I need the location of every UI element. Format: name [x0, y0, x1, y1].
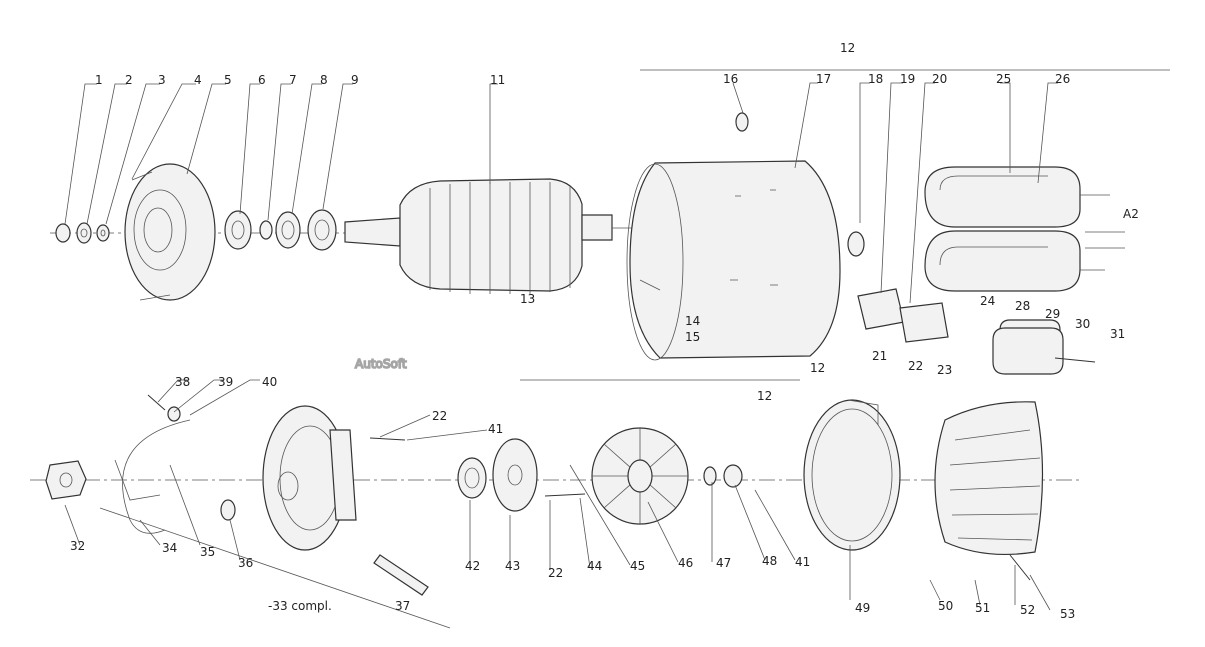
callout-12-top: 12 — [840, 41, 855, 55]
spring-ring-part-34 — [122, 419, 191, 534]
callout-45: 45 — [630, 559, 645, 573]
bracket-33-compl — [99, 507, 451, 629]
callout-48: 48 — [762, 554, 777, 568]
washer-part-36 — [220, 499, 236, 521]
callout-9: 9 — [351, 73, 359, 87]
callout-7: 7 — [289, 73, 297, 87]
callout-39: 39 — [218, 375, 233, 389]
callout-11: 11 — [490, 73, 505, 87]
callout-14: 14 — [685, 314, 700, 328]
callout-3: 3 — [158, 73, 166, 87]
callout-labels: 1 2 3 4 5 6 7 8 9 11 12 12 12 13 14 15 1… — [70, 41, 1139, 621]
screw-part-16 — [735, 112, 749, 132]
callout-53: 53 — [1060, 607, 1075, 621]
callout-24: 24 — [980, 294, 995, 308]
callout-4: 4 — [194, 73, 202, 87]
callout-52: 52 — [1020, 603, 1035, 617]
brush-end-shield-part-33 — [262, 405, 357, 551]
callout-41-top: 41 — [488, 422, 503, 436]
callout-42: 42 — [465, 559, 480, 573]
cover-part-50 — [934, 401, 1044, 556]
callout-20: 20 — [932, 72, 947, 86]
bearing-part-9 — [307, 209, 337, 251]
washer-part-47 — [703, 466, 717, 486]
callout-29: 29 — [1045, 307, 1060, 321]
bearing-part-42 — [457, 457, 487, 499]
callout-21: 21 — [872, 349, 887, 363]
callout-18: 18 — [868, 72, 883, 86]
callout-36: 36 — [238, 556, 253, 570]
callout-16: 16 — [723, 72, 738, 86]
callout-50: 50 — [938, 599, 953, 613]
callout-47: 47 — [716, 556, 731, 570]
nut-part-1 — [55, 223, 71, 243]
callout-33-compl: -33 compl. — [268, 599, 332, 613]
terminal-block-part-19 — [857, 288, 905, 330]
washer-part-2 — [76, 222, 92, 244]
callout-17: 17 — [816, 72, 831, 86]
callout-41-low: 41 — [795, 555, 810, 569]
washer-part-3 — [96, 224, 110, 242]
callout-5: 5 — [224, 73, 232, 87]
callout-38: 38 — [175, 375, 190, 389]
terminal-a2 — [1080, 194, 1125, 271]
callout-32: 32 — [70, 539, 85, 553]
nut-part-48 — [723, 464, 743, 488]
flange-part-43 — [492, 438, 538, 512]
cover-part-29 — [992, 327, 1064, 375]
callout-37: 37 — [395, 599, 410, 613]
screw-part-41 — [369, 437, 406, 441]
bolt-part-38 — [147, 394, 166, 411]
callout-12-low: 12 — [757, 389, 772, 403]
callout-13: 13 — [520, 292, 535, 306]
callout-22-mid: 22 — [432, 409, 447, 423]
callout-22-top: 22 — [908, 359, 923, 373]
screw-part-31 — [1054, 357, 1096, 363]
field-coil-part-25 — [924, 166, 1081, 292]
callout-34: 34 — [162, 541, 177, 555]
plate-part-20 — [899, 302, 949, 343]
callout-6: 6 — [258, 73, 266, 87]
cap-part-32 — [45, 460, 87, 500]
callout-23: 23 — [937, 363, 952, 377]
callout-30: 30 — [1075, 317, 1090, 331]
callout-51: 51 — [975, 601, 990, 615]
assembly-bracket-12 — [520, 69, 1170, 381]
stator-housing-part-17 — [626, 160, 841, 361]
callout-28: 28 — [1015, 299, 1030, 313]
washer-part-40 — [167, 406, 181, 422]
screw-part-53 — [1009, 554, 1031, 581]
callout-15: 15 — [685, 330, 700, 344]
callout-2: 2 — [125, 73, 133, 87]
callout-35: 35 — [200, 545, 215, 559]
callout-49: 49 — [855, 601, 870, 615]
clip-part-35 — [114, 459, 161, 501]
fan-part-46 — [591, 427, 689, 525]
bolt-part-44 — [544, 493, 586, 497]
callout-25: 25 — [996, 72, 1011, 86]
callout-31: 31 — [1110, 327, 1125, 341]
end-shield-part-5 — [124, 163, 216, 301]
callout-46: 46 — [678, 556, 693, 570]
ring-part-7 — [259, 220, 273, 240]
armature-part-11 — [344, 178, 650, 294]
watermark-text: AutoSoft — [355, 357, 407, 371]
callout-a2: A2 — [1123, 207, 1139, 221]
bearing-part-6 — [224, 210, 252, 250]
callout-12-mid: 12 — [810, 361, 825, 375]
callout-22-low: 22 — [548, 566, 563, 580]
callout-40: 40 — [262, 375, 277, 389]
brush-part-37 — [373, 554, 429, 596]
callout-8: 8 — [320, 73, 328, 87]
callout-44: 44 — [587, 559, 602, 573]
band-part-49 — [803, 399, 901, 551]
callout-26: 26 — [1055, 72, 1070, 86]
leader-lines — [64, 82, 1058, 611]
ring-part-8 — [275, 211, 301, 249]
callout-19: 19 — [900, 72, 915, 86]
callout-1: 1 — [95, 73, 103, 87]
bushing-part-18 — [847, 231, 865, 257]
callout-43: 43 — [505, 559, 520, 573]
